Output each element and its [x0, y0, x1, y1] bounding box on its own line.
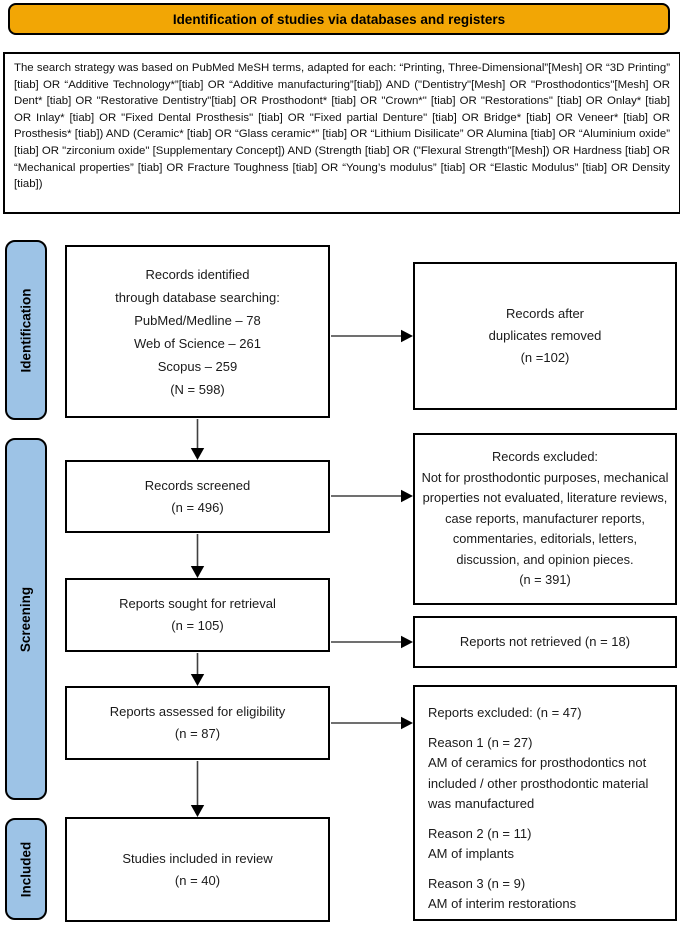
exclusion-reason: Reason 2 (n = 11) AM of implants	[428, 824, 665, 865]
box-reports-sought: Reports sought for retrieval (n = 105)	[65, 578, 330, 652]
box-line: (n = 40)	[174, 872, 221, 888]
box-line: PubMed/Medline – 78	[134, 312, 261, 328]
reason-label: Reason 1 (n = 27)	[428, 734, 533, 750]
box-records-identified: Records identified through database sear…	[65, 245, 330, 418]
box-line: (n = 87)	[174, 726, 221, 741]
arrow-identified-to-duplicates	[331, 329, 413, 343]
box-line: duplicates removed	[488, 328, 602, 343]
box-studies-included: Studies included in review (n = 40)	[65, 817, 330, 922]
box-line: Records identified	[145, 266, 250, 282]
search-strategy-text: The search strategy was based on PubMed …	[14, 62, 670, 191]
arrow-assessed-to-included	[190, 761, 205, 817]
arrow-screened-to-excluded	[331, 489, 413, 503]
box-duplicates-removed: Records after duplicates removed (n =102…	[413, 262, 677, 410]
box-line: Reports not retrieved (n = 18)	[459, 634, 631, 649]
box-reports-not-retrieved: Reports not retrieved (n = 18)	[413, 616, 677, 668]
stage-label-text: Included	[18, 841, 34, 897]
stage-label-included: Included	[5, 818, 47, 920]
diagram-title-banner: Identification of studies via databases …	[8, 3, 670, 35]
reason-detail: AM of interim restorations	[428, 896, 577, 911]
arrow-assessed-to-excluded	[331, 716, 413, 730]
reason-detail: AM of ceramics for prosthodontics not in…	[428, 755, 649, 811]
box-reports-excluded-reasons: Reports excluded: (n = 47) Reason 1 (n =…	[413, 685, 677, 921]
stage-label-screening: Screening	[5, 438, 47, 800]
box-line: Web of Science – 261	[134, 335, 261, 351]
diagram-title: Identification of studies via databases …	[172, 11, 506, 27]
box-line: (N = 598)	[170, 381, 225, 397]
box-reports-assessed: Reports assessed for eligibility (n = 87…	[65, 686, 330, 760]
box-count: (n = 391)	[519, 572, 571, 588]
box-line: (n = 496)	[171, 499, 224, 515]
box-line: Studies included in review	[122, 850, 273, 866]
box-line: through database searching:	[115, 289, 280, 305]
box-body: Not for prosthodontic purposes, mechanic…	[421, 469, 669, 567]
arrow-sought-to-not-retrieved	[331, 635, 413, 649]
reason-detail: AM of implants	[428, 846, 514, 861]
box-line: (n =102)	[520, 350, 570, 365]
box-line: Reports assessed for eligibility	[109, 704, 286, 719]
exclusion-reason: Reason 3 (n = 9) AM of interim restorati…	[428, 874, 665, 915]
box-line: Records excluded:	[492, 449, 598, 465]
stage-label-identification: Identification	[5, 240, 47, 420]
stage-label-text: Screening	[18, 586, 34, 652]
box-line: Scopus – 259	[157, 358, 238, 374]
box-line: Reports sought for retrieval	[119, 596, 276, 611]
arrow-screened-to-sought	[190, 534, 205, 578]
reason-label: Reason 2 (n = 11)	[428, 825, 532, 841]
box-records-screened: Records screened (n = 496)	[65, 460, 330, 533]
arrow-sought-to-assessed	[190, 653, 205, 686]
box-records-excluded: Records excluded: Not for prosthodontic …	[413, 433, 677, 605]
arrow-identified-to-screened	[190, 419, 205, 460]
search-strategy-note: The search strategy was based on PubMed …	[3, 52, 680, 214]
reports-excluded-title: Reports excluded: (n = 47)	[428, 705, 582, 720]
stage-label-text: Identification	[18, 288, 34, 372]
box-line: Records screened	[144, 477, 251, 493]
exclusion-reason: Reason 1 (n = 27) AM of ceramics for pro…	[428, 733, 665, 815]
box-line: Records after	[505, 306, 585, 321]
reason-label: Reason 3 (n = 9)	[428, 875, 526, 891]
box-line: (n = 105)	[171, 618, 224, 633]
